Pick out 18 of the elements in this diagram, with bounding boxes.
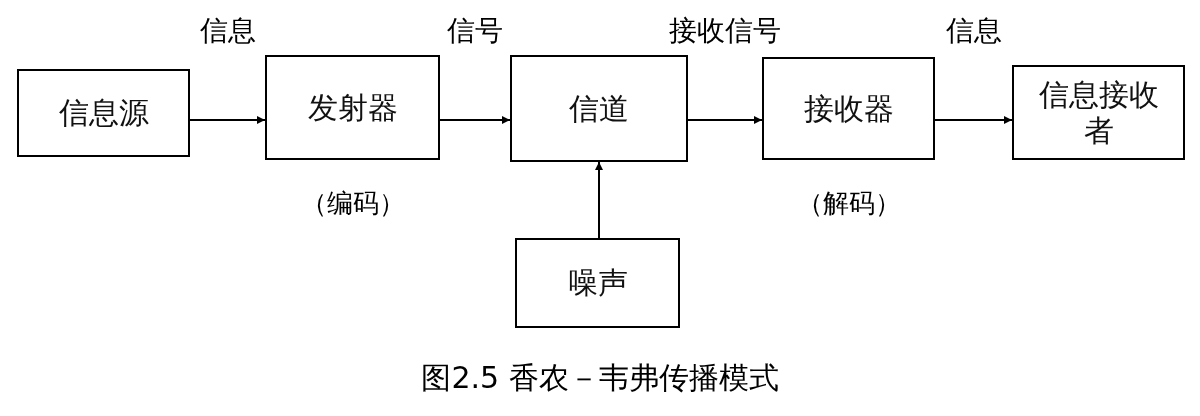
box-label: 接收器 — [803, 90, 894, 127]
process-box — [510, 55, 688, 162]
arrow — [687, 116, 763, 124]
process-box — [17, 69, 190, 157]
box-label: 发射器 — [307, 89, 398, 126]
process-box — [1012, 65, 1185, 160]
arrow — [189, 116, 266, 124]
figure-caption: 图2.5 香农－韦弗传播模式 — [420, 359, 780, 397]
box-label: 信息接收者 — [1037, 76, 1160, 149]
arrow — [934, 116, 1013, 124]
box-label: 噪声 — [567, 265, 628, 301]
box-label: 信道 — [569, 90, 629, 127]
process-box — [515, 238, 680, 328]
arrow — [439, 116, 511, 124]
arrow — [595, 161, 603, 239]
annotation: （解码） — [796, 187, 901, 220]
box-label: 信息源 — [58, 95, 149, 131]
annotation: （编码） — [300, 187, 405, 220]
